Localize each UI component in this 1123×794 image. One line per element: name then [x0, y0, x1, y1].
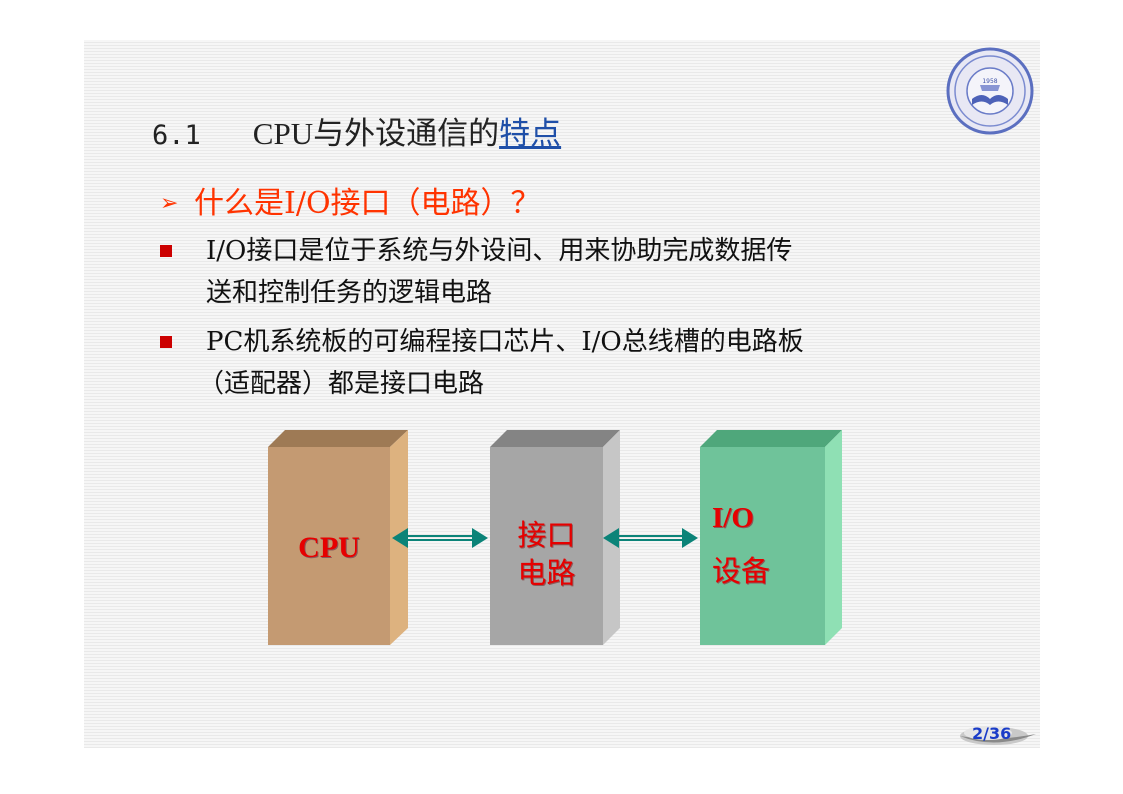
page-number: 2/36 [972, 724, 1012, 743]
cpu-label: CPU [298, 531, 360, 564]
io-device-label-line-2: 设备 [712, 554, 771, 588]
bidirectional-arrow [603, 528, 698, 548]
bullet-line-1: I/O接口是位于系统与外设间、用来协助完成数据传 [206, 236, 793, 266]
square-bullet-icon [160, 336, 172, 348]
title-number: 6.1 [152, 120, 201, 151]
university-seal-icon: 1958 [946, 47, 1034, 135]
io-device-box [700, 430, 842, 645]
page-badge-icon [960, 726, 1036, 745]
bullet-item: I/O接口是位于系统与外设间、用来协助完成数据传 送和控制任务的逻辑电路 [160, 230, 960, 314]
seal-year: 1958 [982, 78, 997, 85]
bullet-item: PC机系统板的可编程接口芯片、I/O总线槽的电路板 （适配器）都是接口电路 [160, 321, 960, 405]
title-link[interactable]: 特点 [499, 116, 562, 152]
bidirectional-arrow [392, 528, 488, 548]
bullet-line-2: 送和控制任务的逻辑电路 [206, 278, 493, 308]
page-indicator: 2/36 [958, 720, 1038, 750]
arrow-bullet-icon: ➢ [160, 191, 179, 216]
question-heading: ➢ 什么是I/O接口（电路）？ [160, 178, 541, 222]
io-device-label-line-1: I/O [712, 502, 754, 534]
interface-label-line-2: 电路 [517, 556, 576, 590]
square-bullet-icon [160, 245, 172, 257]
bullet-line-2: （适配器）都是接口电路 [198, 369, 485, 399]
slide-background [84, 40, 1040, 748]
bullet-line-1: PC机系统板的可编程接口芯片、I/O总线槽的电路板 [206, 327, 804, 357]
interface-label-line-1: 接口 [517, 518, 576, 552]
cpu-box [268, 430, 408, 645]
question-text: 什么是I/O接口（电路）？ [193, 186, 541, 221]
slide-title: 6.1 CPU与外设通信的特点 [152, 108, 561, 153]
title-prefix: CPU与外设通信的 [252, 116, 500, 151]
